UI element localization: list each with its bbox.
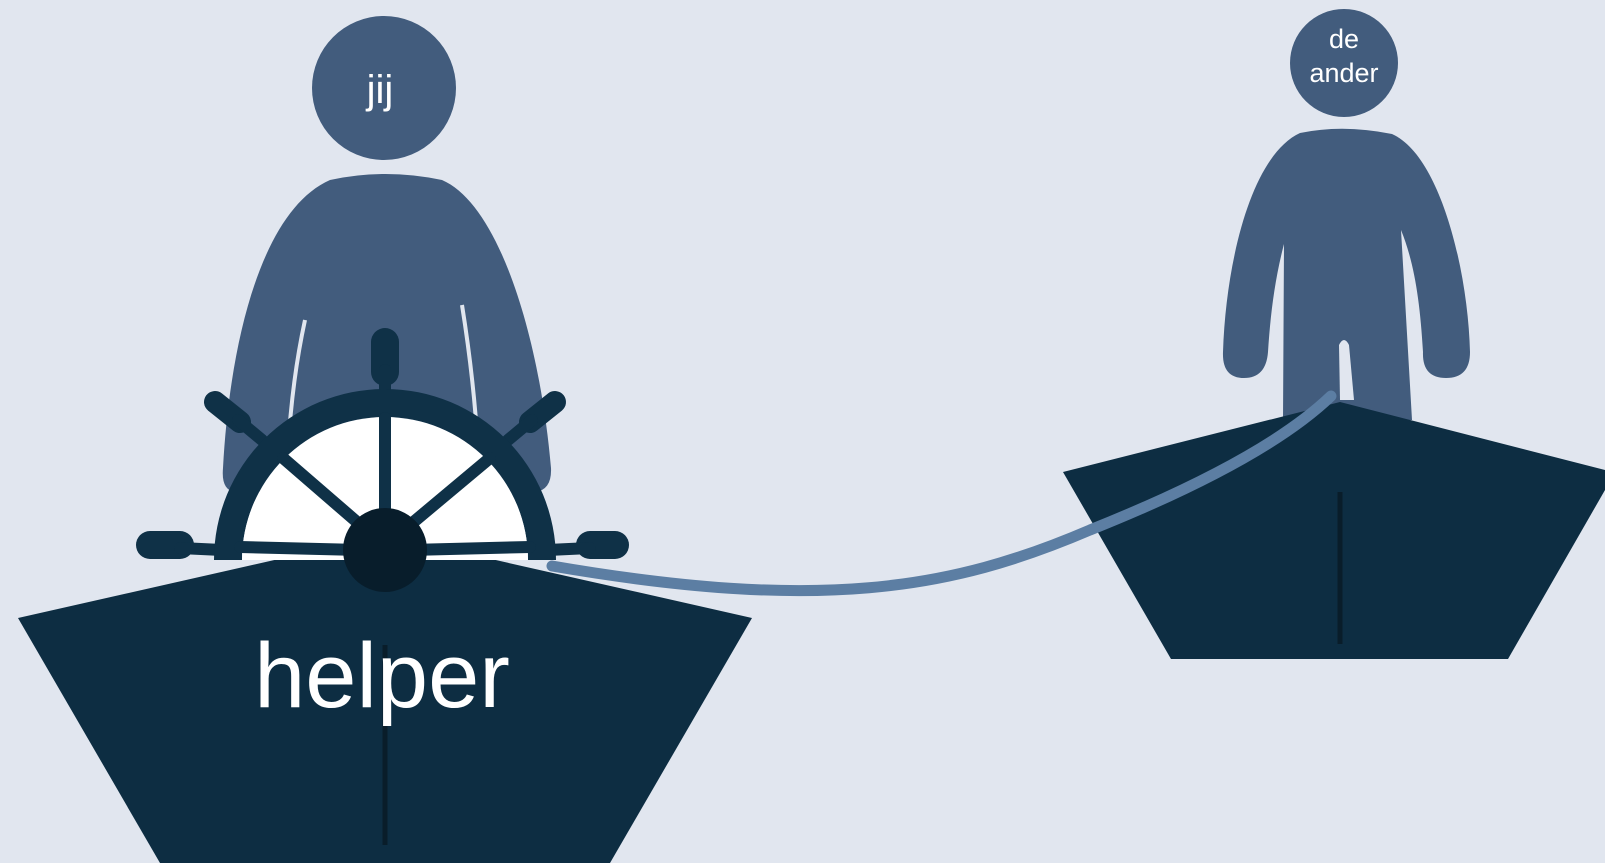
wheel-hub (343, 508, 427, 592)
wheel-spoke-horizontal-left (240, 547, 360, 550)
person-de-ander-label-line2: ander (1309, 58, 1378, 88)
boat-right-hull (1063, 402, 1605, 659)
person-de-ander: de ander (1223, 9, 1470, 420)
wheel-spoke-horizontal-right (410, 547, 530, 550)
person-de-ander-label-line1: de (1329, 24, 1359, 54)
boat-left-label: helper (254, 625, 510, 727)
person-jij-label: jij (366, 68, 394, 112)
boat-right (1063, 402, 1605, 659)
